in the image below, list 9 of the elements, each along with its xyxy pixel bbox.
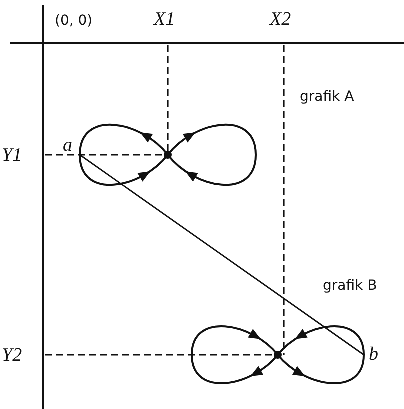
axis-label: Y2 <box>2 346 22 365</box>
graph-label: grafik A <box>300 90 354 104</box>
point-label: b <box>369 345 378 364</box>
axis-label: X1 <box>154 10 176 29</box>
origin-label: (0, 0) <box>55 14 93 28</box>
axis-label: Y1 <box>2 146 22 165</box>
point-label: a <box>63 136 72 155</box>
graph-label: grafik B <box>323 279 378 293</box>
axis-label: X2 <box>270 10 292 29</box>
